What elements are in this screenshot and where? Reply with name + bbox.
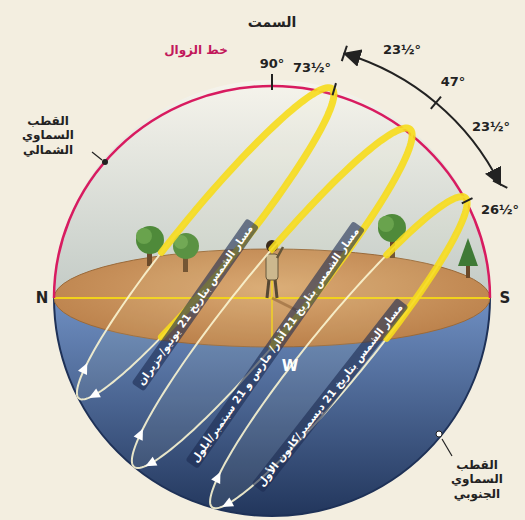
angle-label: 23½° xyxy=(472,119,510,135)
angle-tick xyxy=(271,74,273,90)
angle-tick xyxy=(493,181,507,188)
direction-arrow xyxy=(220,497,234,511)
direction-letter: W xyxy=(282,357,299,375)
direction-letter: N xyxy=(36,289,49,307)
angle-label: 23½° xyxy=(383,42,421,58)
meridian-label: خط الزوال xyxy=(164,43,228,57)
angle-label: 26½° xyxy=(481,202,519,218)
angle-arc xyxy=(344,54,500,185)
zenith-label: السمت xyxy=(248,14,297,31)
tree-crown xyxy=(378,216,394,232)
pole-label: القطب السماوي الشمالي xyxy=(6,114,90,157)
angle-tick xyxy=(462,198,473,203)
direction-arrow xyxy=(134,427,148,441)
sun-path-label: مسار الشمس بتاريخ 21 يونيو/حزيران xyxy=(131,219,258,392)
tree xyxy=(458,238,478,278)
sun-path-label: مسار الشمس بتاريخ 21 ديسمبر/كانون الأول xyxy=(252,297,409,492)
sun-path-label: مسار الشمس بتاريخ 21 آذار/ مارس و 21 سبت… xyxy=(185,221,364,468)
angle-tick xyxy=(431,97,441,109)
pole-label: القطب السماوي الجنوبي xyxy=(436,458,518,501)
leader-line xyxy=(92,152,102,160)
angle-label: 47° xyxy=(441,74,466,90)
angle-tick xyxy=(333,83,337,95)
direction-letter: S xyxy=(500,289,511,307)
tree-crown xyxy=(136,228,152,244)
angle-tick xyxy=(342,46,347,61)
direction-arrow xyxy=(211,470,225,484)
direction-arrow xyxy=(86,389,100,403)
pole-dot xyxy=(436,431,442,437)
tree-crown xyxy=(458,238,478,266)
direction-arrow xyxy=(78,361,92,375)
angle-label: 90° xyxy=(260,56,285,72)
pole-dot xyxy=(102,159,108,165)
sun-paths xyxy=(77,88,467,512)
direction-arrow xyxy=(143,457,157,471)
angle-label: 73½° xyxy=(293,60,331,76)
leader-line xyxy=(442,439,452,456)
